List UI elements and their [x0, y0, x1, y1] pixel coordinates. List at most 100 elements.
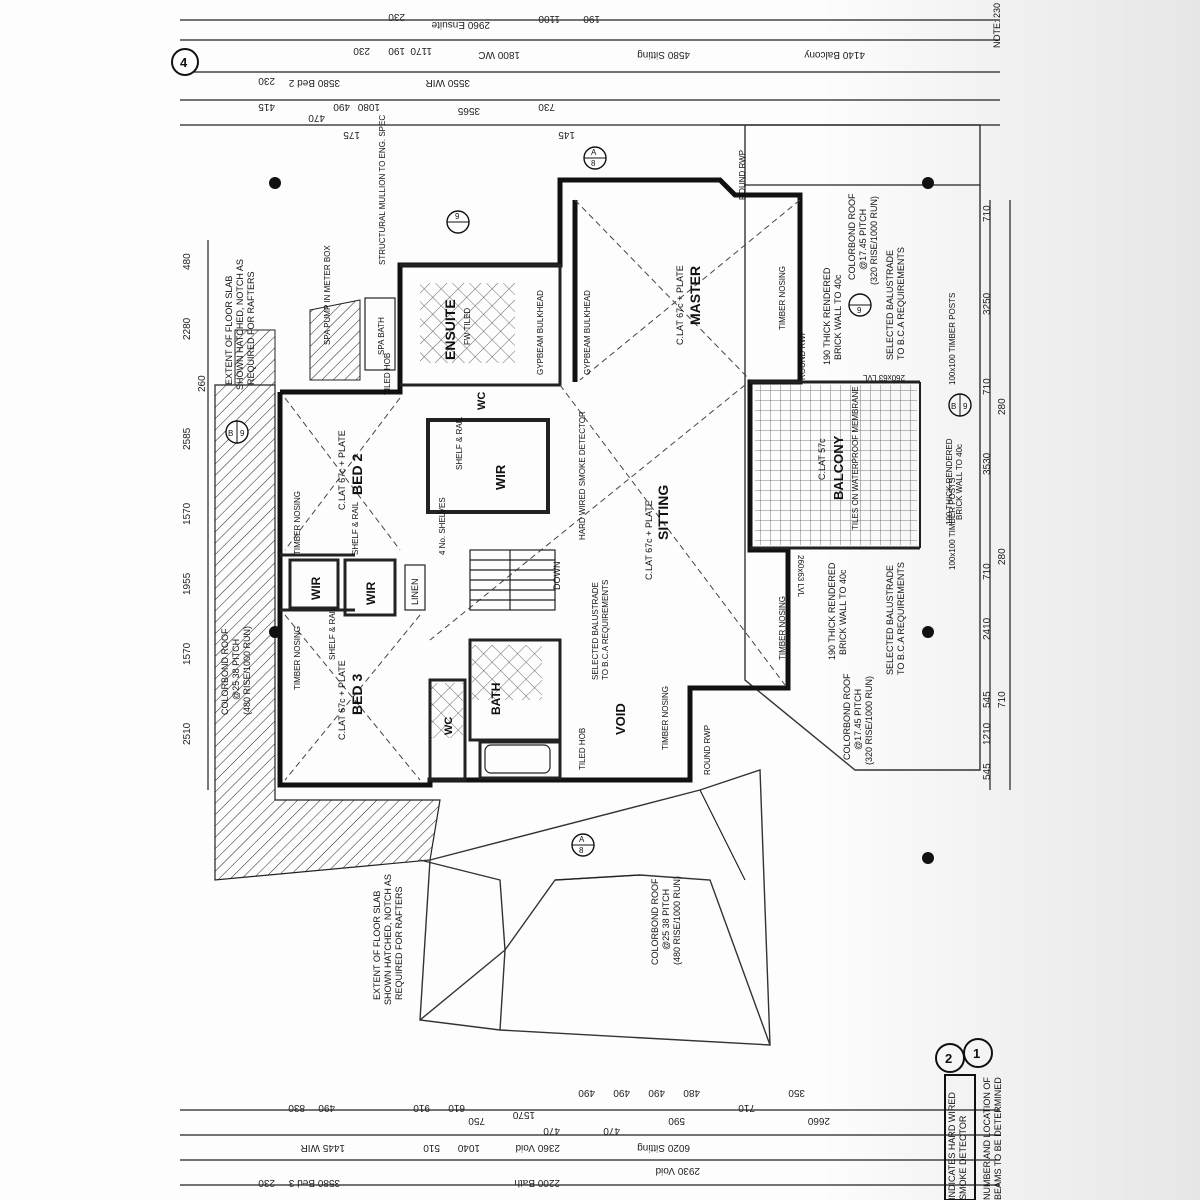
beams-note-2: BEAMS TO BE DETERMINED [993, 1077, 1003, 1200]
circle-marker-2: 2 [935, 1043, 965, 1073]
top-dimensions: 230 2960 Ensuite 1100 190 1800 WC 1170 1… [258, 11, 865, 140]
shelf-rail-bed3: SHELF & RAIL [328, 606, 337, 660]
roof-note-upper: COLORBOND ROOF [847, 193, 857, 280]
dim-text: 3530 [982, 452, 993, 475]
dim-text: 1040 [457, 1142, 480, 1153]
dim-text: 3250 [982, 292, 993, 315]
brick-note-upper-1: 190 THICK RENDERED [822, 267, 832, 365]
smoke-legend-1: INDICATES HARD WIRED [947, 1092, 957, 1200]
right-dimensions: 710 3250 710 280 3530 280 710 2410 545 7… [982, 205, 1008, 780]
svg-text:8: 8 [579, 846, 584, 855]
dim-text: 2280 [182, 317, 193, 340]
roof-note-left-run: (480 RISE/1000 RUN) [242, 626, 252, 715]
brick-note-balcony-2: BRICK WALL TO 40c [955, 444, 964, 520]
room-wir-a: WIR [309, 576, 323, 600]
balustrade-note-upper-1: SELECTED BALUSTRADE [885, 250, 895, 360]
section-marker-a-top: A 8 [583, 146, 607, 170]
spa-bath-label: SPA BATH [377, 317, 386, 355]
dim-text: 730 [538, 101, 555, 112]
roof-note-left-pitch: @25 38 PITCH [231, 639, 241, 700]
room-bath: BATH [489, 683, 503, 715]
spa-bath [364, 297, 396, 371]
roof-outline [214, 124, 981, 1046]
balustrade-note-lower-2: TO B.C.A REQUIREMENTS [896, 562, 906, 675]
structural-mullion-note: STRUCTURAL MULLION TO ENG. SPEC [378, 115, 387, 265]
svg-text:A: A [579, 835, 585, 844]
dim-text: 1570 [182, 642, 193, 665]
timber-nosing-sitting: TIMBER NOSING [778, 596, 787, 660]
dim-text: 230 [258, 75, 275, 86]
room-linen: LINEN [410, 578, 420, 605]
dim-text: 2585 [182, 427, 193, 450]
dim-text: 230 [258, 1177, 275, 1188]
bulkhead-note-master: GYPBEAM BULKHEAD [583, 290, 592, 375]
brick-note-balcony-1: 190 THICK RENDERED [945, 438, 954, 525]
dim-text: 710 [997, 691, 1008, 708]
svg-text:2: 2 [945, 1051, 952, 1066]
lvl-note-lower: 260x63 LVL [796, 555, 805, 598]
dim-text: 470 [603, 1125, 620, 1136]
ceiling-note-bed3: C.LAT 67c + PLATE [337, 660, 347, 740]
dim-text: 1170 [410, 45, 432, 56]
dim-text: 1080 [357, 101, 380, 112]
balustrade-note-lower-1: SELECTED BALUSTRADE [885, 565, 895, 675]
room-void: VOID [613, 703, 628, 735]
dim-text: 490 [318, 1102, 335, 1113]
dim-text: 545 [982, 691, 993, 708]
brick-note-upper-2: BRICK WALL TO 40c [833, 274, 843, 360]
dim-text: 2660 [807, 1115, 830, 1126]
dim-text: 490 [578, 1087, 595, 1098]
roof-note-bottom: COLORBOND ROOF [650, 878, 660, 965]
dim-text: 3580 Bed 3 [288, 1177, 340, 1188]
dim-text: 230 [388, 11, 405, 22]
dim-text: 490 [333, 101, 350, 112]
dim-text: 4140 Balcony [804, 49, 865, 60]
dim-text: 710 [982, 205, 993, 222]
room-balcony: BALCONY [831, 435, 846, 500]
dim-text: 490 [648, 1087, 665, 1098]
reference-targets [269, 177, 934, 864]
round-rwp-master: ROUND RWP [738, 150, 747, 200]
dim-text: 830 [288, 1102, 305, 1113]
circle-marker-4: 4 [171, 48, 199, 76]
slab-note-top-2: SHOWN HATCHED, NOTCH AS [235, 259, 245, 390]
dim-text: 2360 Void [516, 1142, 561, 1153]
dim-text: 545 [982, 763, 993, 780]
dim-text: 230 [353, 45, 370, 56]
dim-text: 910 [413, 1102, 430, 1113]
shelves-note: 4 No. SHELVES [438, 497, 447, 555]
svg-text:9: 9 [963, 402, 968, 411]
dim-text: 3550 WIR [426, 77, 470, 88]
dim-text: 6020 Sitting [637, 1142, 690, 1153]
dim-text: 1800 WC [478, 49, 520, 60]
dim-text: 610 [448, 1102, 465, 1113]
ensuite-tiled-label: FW TILED [463, 308, 472, 345]
section-marker-9-balcony: 9 [848, 293, 872, 317]
stair-down: DOWN [552, 562, 562, 591]
smoke-detector-note: HARD WIRED SMOKE DETECTOR [578, 411, 587, 540]
walls [277, 177, 921, 788]
timber-nosing-void: TIMBER NOSING [661, 686, 670, 750]
ceiling-note-bed2: C.LAT 67c + PLATE [337, 430, 347, 510]
dim-text: 750 [468, 1115, 485, 1126]
dim-text: 2510 [182, 722, 193, 745]
roof-note-lower-right-pitch: @17.45 PITCH [853, 689, 863, 750]
bulkhead-note-ensuite: GYPBEAM BULKHEAD [536, 290, 545, 375]
section-markers: A 8 A 8 B 9 B 9 9 9 [171, 48, 993, 1073]
lvl-note-upper: 260x63 LVL [862, 373, 905, 382]
dim-text: 280 [997, 548, 1008, 565]
room-bed2: BED 2 [349, 454, 365, 495]
dim-text: 190 [583, 13, 600, 24]
dim-text: 510 [423, 1142, 440, 1153]
svg-text:B: B [228, 429, 233, 438]
slab-note-bottom-1: EXTENT OF FLOOR SLAB [372, 891, 382, 1000]
svg-text:9: 9 [857, 306, 862, 315]
roof-note-lower-right: COLORBOND ROOF [842, 673, 852, 760]
dim-text: 3565 [457, 105, 480, 116]
svg-text:A: A [591, 148, 597, 157]
dim-text: 2960 Ensuite [431, 19, 490, 30]
svg-text:9: 9 [240, 429, 245, 438]
section-marker-b-left: B 9 [225, 420, 249, 444]
slab-note-top-1: EXTENT OF FLOOR SLAB [224, 276, 234, 385]
